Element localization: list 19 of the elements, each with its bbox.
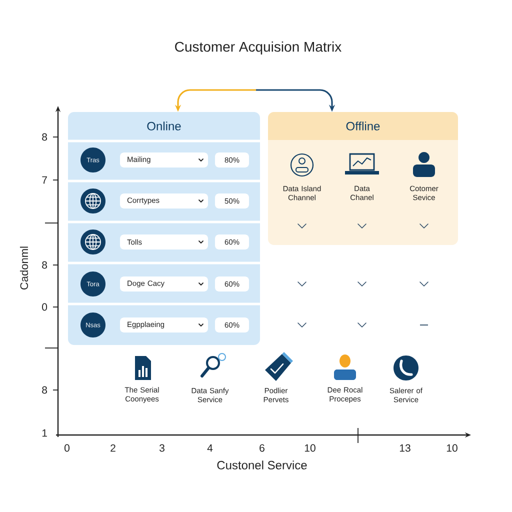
tick-label: 6 bbox=[260, 444, 264, 452]
tick-label: 4 bbox=[207, 444, 213, 452]
tick-label: 8 bbox=[42, 386, 47, 394]
tick-label: 10 bbox=[446, 444, 458, 452]
axis-title: Cadonml bbox=[20, 246, 28, 290]
axis-title: Custonel Service bbox=[217, 460, 307, 470]
tick-label: 3 bbox=[159, 444, 164, 452]
tick-label: 13 bbox=[400, 444, 410, 452]
tick-label: 1 bbox=[42, 429, 47, 437]
panel-heading: Online bbox=[147, 122, 181, 130]
tick-label: 2 bbox=[110, 444, 116, 452]
tick-label: 0 bbox=[64, 444, 70, 452]
title: Customer Acquision Matrix bbox=[175, 41, 342, 55]
tick-label: 7 bbox=[42, 176, 47, 184]
tick-label: 8 bbox=[42, 133, 47, 141]
panel-heading: Offline bbox=[346, 122, 380, 130]
tick-label: 0 bbox=[42, 303, 48, 311]
tick-label: 10 bbox=[304, 444, 316, 452]
tick-label: 8 bbox=[42, 261, 47, 269]
